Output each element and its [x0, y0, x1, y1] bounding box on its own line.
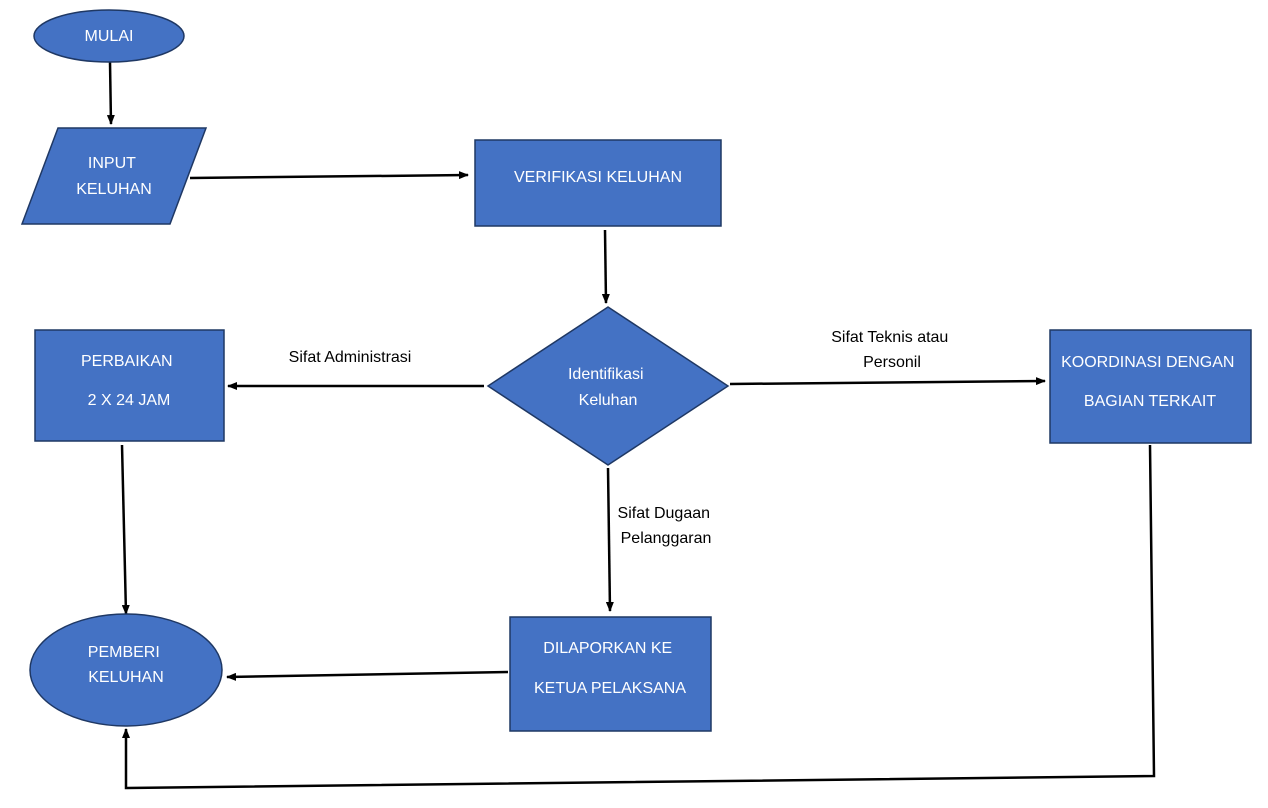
- arrow-dilaporkan-to-pemberi: [226, 670, 509, 681]
- arrow-identifikasi-to-dilaporkan: [605, 467, 614, 612]
- connectors: [106, 61, 1156, 790]
- node-label: DILAPORKAN KE KETUA PELAKSANA: [534, 640, 686, 697]
- label-sifat-teknis: Sifat Teknis atau Personil: [831, 329, 953, 371]
- node-input-keluhan: INPUT KELUHAN: [20, 127, 208, 225]
- terminal-ellipse: [33, 9, 185, 63]
- node-label: VERIFIKASI KELUHAN: [514, 169, 682, 186]
- process-rect: [1049, 329, 1252, 444]
- label-sifat-dugaan: Sifat Dugaan Pelanggaran: [618, 505, 715, 547]
- node-label: MULAI: [85, 28, 134, 45]
- arrow-mulai-to-input: [106, 61, 115, 125]
- arrow-perbaikan-to-pemberi: [120, 444, 130, 615]
- edge-labels: Sifat Administrasi Sifat Teknis atau Per…: [289, 329, 953, 547]
- node-label: PEMBERI KELUHAN: [88, 644, 164, 686]
- node-label: INPUT KELUHAN: [76, 155, 152, 198]
- node-pemberi-keluhan: PEMBERI KELUHAN: [29, 613, 223, 727]
- label-sifat-administrasi: Sifat Administrasi: [289, 349, 412, 366]
- process-rect: [474, 139, 722, 227]
- terminal-ellipse: [29, 613, 223, 727]
- node-koordinasi: KOORDINASI DENGAN BAGIAN TERKAIT: [1049, 329, 1252, 444]
- node-perbaikan: PERBAIKAN 2 X 24 JAM: [34, 329, 225, 442]
- parallelogram-shape: [20, 127, 208, 225]
- node-verifikasi-keluhan: VERIFIKASI KELUHAN: [474, 139, 722, 227]
- node-label: KOORDINASI DENGAN BAGIAN TERKAIT: [1061, 354, 1239, 410]
- node-dilaporkan: DILAPORKAN KE KETUA PELAKSANA: [509, 616, 712, 732]
- arrow-identifikasi-to-koordinasi: [729, 377, 1046, 386]
- arrow-input-to-verifikasi: [189, 171, 469, 180]
- arrow-verifikasi-to-identifikasi: [601, 229, 610, 304]
- arrow-koordinasi-to-pemberi: [122, 444, 1156, 790]
- node-label: Identifikasi Keluhan: [568, 366, 648, 409]
- decision-diamond: [486, 306, 730, 466]
- node-label: PERBAIKAN 2 X 24 JAM: [81, 353, 177, 409]
- node-mulai: MULAI: [33, 9, 185, 63]
- process-rect: [34, 329, 225, 442]
- node-identifikasi-keluhan: Identifikasi Keluhan: [486, 306, 730, 466]
- process-rect: [509, 616, 712, 732]
